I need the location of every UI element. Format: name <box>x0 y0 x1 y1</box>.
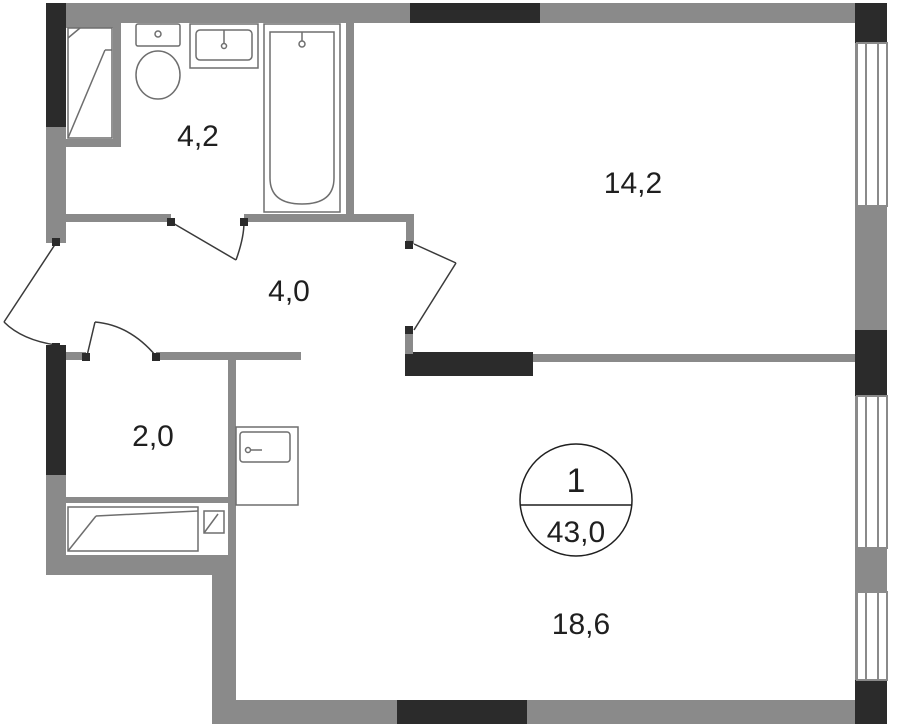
bathroom-kitchen-wall <box>346 20 354 220</box>
toilet-icon <box>135 23 181 100</box>
badge-circle <box>519 443 633 557</box>
window-living-upper <box>856 395 888 549</box>
bathroom-hall-wall-right <box>244 214 414 222</box>
room-area-storage: 2,0 <box>132 420 174 453</box>
closet-icon <box>67 27 113 139</box>
window-living-lower <box>856 591 888 681</box>
bathroom-hall-wall-left <box>66 214 171 222</box>
room-area-kitchen: 14,2 <box>604 167 662 200</box>
badge-total-area: 43,0 <box>547 516 605 549</box>
interior-walls <box>66 20 855 555</box>
right-dark-mid <box>855 330 887 396</box>
doors <box>3 221 457 361</box>
closet-wall <box>66 20 120 28</box>
bottom-dark-segment <box>397 700 527 724</box>
right-dark-top <box>855 3 887 43</box>
door-jambs <box>52 218 413 361</box>
partition-dark <box>405 352 533 376</box>
storage-top-wall-right <box>156 352 301 360</box>
storage-right-wall <box>228 360 236 555</box>
kitchen-living-wall <box>533 354 855 362</box>
bathroom-door <box>170 221 245 261</box>
dark-wall-segments <box>46 3 887 724</box>
windows <box>856 42 888 681</box>
badge-rooms-count: 1 <box>567 462 586 500</box>
apartment-badge: 1 43,0 <box>519 443 633 557</box>
bottom-left-wall <box>46 555 236 575</box>
closet-wall-3 <box>66 139 121 147</box>
storage-shelf-wall <box>66 497 228 503</box>
kitchen-door <box>413 243 457 331</box>
hall-kitchen-jamb <box>406 214 414 244</box>
utility-sink-icon <box>235 426 299 506</box>
storage-shelf-icon <box>67 506 225 552</box>
storage-door <box>85 321 157 361</box>
left-dark-lower <box>46 345 66 475</box>
left-dark-upper <box>46 3 66 127</box>
step-wall <box>212 555 236 724</box>
sink-icon <box>189 23 259 69</box>
top-dark-segment <box>410 3 540 23</box>
room-area-bathroom: 4,2 <box>177 120 219 153</box>
bathroom-fixtures <box>135 23 341 213</box>
bathtub-icon <box>263 23 341 213</box>
room-area-hall: 4,0 <box>268 275 310 308</box>
bottom-wall <box>212 700 872 724</box>
right-dark-bottom <box>855 680 887 724</box>
room-area-living: 18,6 <box>552 608 610 641</box>
entrance-door <box>3 242 57 346</box>
window-kitchen <box>856 42 888 207</box>
window-piers <box>855 206 887 592</box>
hall-living-jamb <box>405 330 413 354</box>
closet-wall-2 <box>113 20 121 147</box>
storage-top-wall-left <box>66 352 86 360</box>
